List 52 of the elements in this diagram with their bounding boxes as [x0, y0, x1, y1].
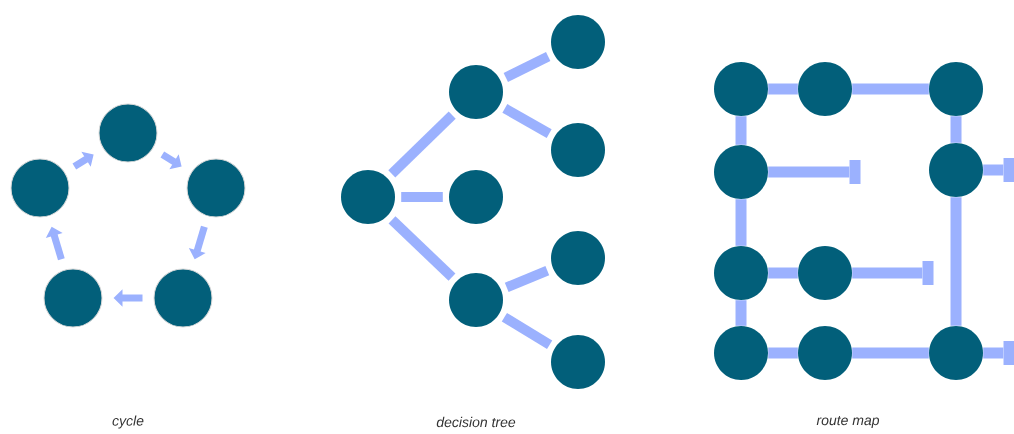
- end-bar: [849, 160, 861, 184]
- end-bar: [1003, 341, 1014, 365]
- circle-node: [929, 143, 983, 197]
- connector-line: [401, 192, 443, 202]
- connector-line: [852, 267, 923, 279]
- caption: cycle: [112, 415, 144, 429]
- connector-line: [983, 347, 1004, 359]
- end-bar: [922, 261, 934, 285]
- circle-node: [98, 103, 158, 163]
- connector-line: [852, 347, 929, 359]
- circle-node: [798, 62, 852, 116]
- end-bar: [1003, 158, 1014, 182]
- connector-line: [502, 104, 552, 138]
- circle-node: [714, 246, 768, 300]
- circle-node: [449, 65, 503, 119]
- connector-line: [735, 300, 747, 326]
- circle-node: [43, 268, 103, 328]
- caption: route map: [816, 416, 880, 428]
- circle-node: [551, 335, 605, 389]
- connector-line: [388, 216, 456, 281]
- circle-node: [551, 231, 605, 285]
- connector-line: [950, 197, 962, 326]
- circle-node: [551, 123, 605, 177]
- circle-node: [714, 62, 768, 116]
- circle-node: [186, 158, 246, 218]
- circle-node: [449, 273, 503, 327]
- connector-line: [768, 83, 798, 95]
- connector-line: [388, 111, 456, 178]
- caption: decision tree: [436, 416, 516, 428]
- circle-node: [10, 158, 70, 218]
- connector-line: [768, 347, 798, 359]
- circle-node: [798, 246, 852, 300]
- connector-line: [735, 116, 747, 145]
- connector-line: [504, 266, 550, 292]
- connector-line: [501, 313, 553, 350]
- connector-line: [735, 199, 747, 246]
- connector-line: [852, 83, 929, 95]
- connector-line: [950, 116, 962, 143]
- circle-node: [551, 15, 605, 69]
- connector-line: [503, 52, 551, 82]
- circle-node: [449, 170, 503, 224]
- arrow: [72, 151, 94, 170]
- connector-line: [983, 164, 1004, 176]
- connector-line: [768, 267, 798, 279]
- circle-node: [341, 170, 395, 224]
- connector-line: [768, 166, 850, 178]
- circle-node: [153, 268, 213, 328]
- circle-node: [714, 145, 768, 199]
- circle-node: [929, 326, 983, 380]
- circle-node: [798, 326, 852, 380]
- circle-node: [714, 326, 768, 380]
- circle-node: [929, 62, 983, 116]
